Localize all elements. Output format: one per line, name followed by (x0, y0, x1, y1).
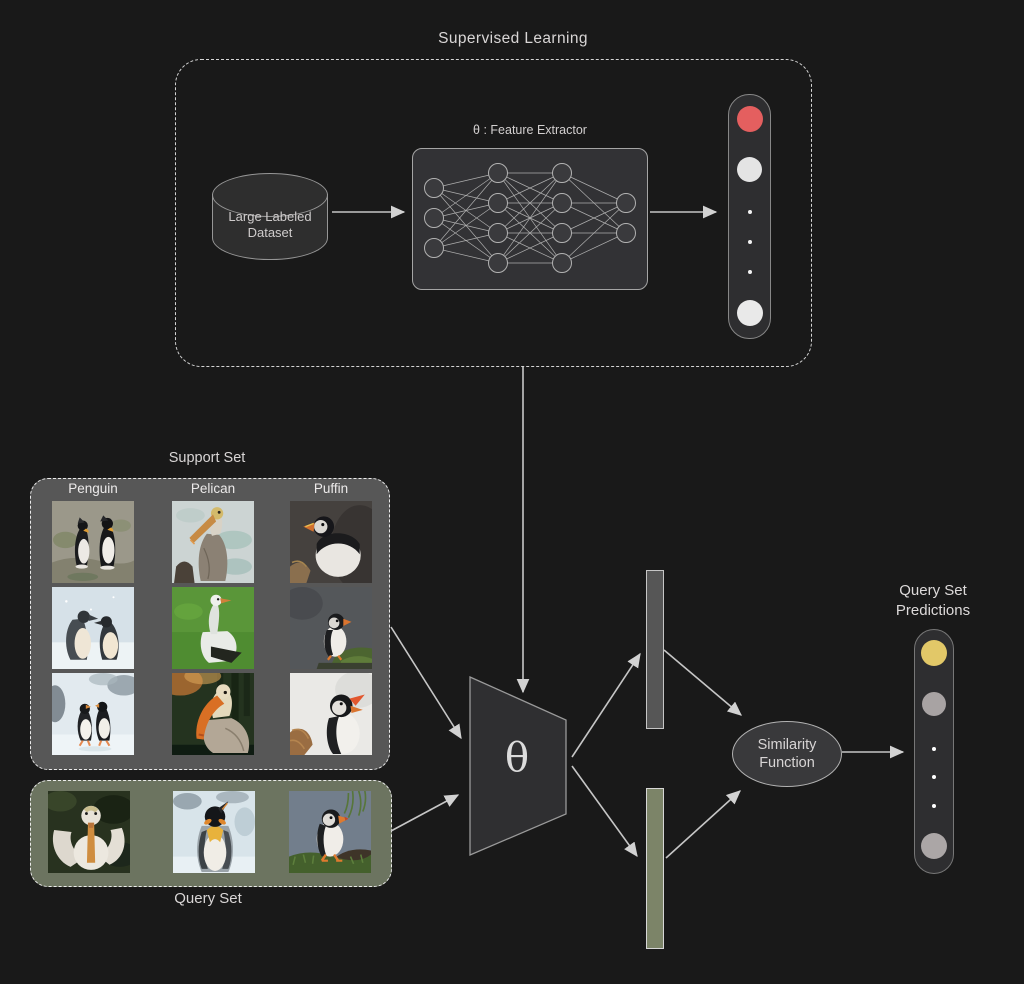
embedding-vector (728, 94, 771, 339)
support-column-penguin: Penguin (51, 481, 135, 759)
support-column-label-puffin: Puffin (313, 481, 349, 496)
support-set-title: Support Set (168, 450, 246, 466)
supervised-learning-panel (175, 59, 812, 367)
query-photo-pelican (48, 791, 130, 873)
similarity-label-line2: Function (759, 755, 815, 771)
query-photo-puffin (289, 791, 371, 873)
predictions-title-line1: Query Set (899, 582, 967, 599)
dataset-label-line1: Large Labeled (228, 209, 312, 224)
dataset-cylinder: Large Labeled Dataset (212, 173, 328, 261)
dataset-label: Large Labeled Dataset (212, 209, 328, 241)
vector-dot (932, 804, 936, 808)
vector-circle (736, 300, 763, 326)
vector-dot (747, 240, 752, 244)
support-photo-pelican-1 (172, 501, 254, 583)
support-column-label-pelican: Pelican (190, 481, 236, 496)
arrow-support-to-encoder (390, 626, 462, 740)
dataset-label-line2: Dataset (247, 225, 293, 240)
support-column-label-penguin: Penguin (68, 481, 118, 496)
support-set-panel: Penguin Pelican Puffin (30, 478, 390, 770)
vector-dot (747, 270, 752, 274)
vector-circle (737, 156, 762, 182)
predictions-vector (914, 629, 954, 874)
support-photo-pelican-3 (172, 673, 254, 755)
encoder-trapezoid (469, 675, 567, 856)
support-photo-penguin-2 (52, 587, 134, 669)
feature-extractor-box (412, 148, 648, 290)
support-photo-penguin-1 (52, 501, 134, 583)
support-photo-puffin-3 (290, 673, 372, 755)
vector-circle (921, 833, 947, 859)
support-embedding-bar (646, 570, 664, 729)
arrow-support-bar-to-similarity (663, 649, 742, 716)
similarity-function-node: Similarity Function (732, 721, 842, 787)
support-photo-pelican-2 (172, 587, 254, 669)
query-set-title: Query Set (174, 890, 242, 907)
dataset-cylinder-top (212, 173, 328, 217)
arrow-query-to-encoder (390, 794, 460, 832)
query-photo-penguin (173, 791, 255, 873)
vector-dot (932, 775, 936, 779)
vector-circle (921, 640, 947, 666)
support-column-pelican: Pelican (171, 481, 255, 759)
vector-circle (922, 692, 946, 716)
similarity-function-label: Similarity Function (758, 736, 817, 772)
feature-extractor-label: θ : Feature Extractor (473, 123, 587, 137)
vector-dot (932, 747, 936, 751)
arrow-encoder-to-query-bar (571, 765, 638, 858)
arrow-encoder-to-support-bar (571, 652, 641, 758)
support-photo-puffin-2 (290, 587, 372, 669)
predictions-title-line2: Predictions (895, 601, 971, 619)
support-photo-penguin-3 (52, 673, 134, 755)
vector-dot (747, 210, 752, 214)
arrow-query-bar-to-similarity (665, 790, 741, 859)
neural-network-diagram (424, 163, 636, 273)
similarity-label-line1: Similarity (757, 737, 817, 753)
encoder-symbol: θ (504, 735, 530, 781)
vector-circle (736, 106, 763, 132)
query-embedding-bar (646, 788, 664, 949)
support-photo-puffin-1 (290, 501, 372, 583)
support-column-puffin: Puffin (289, 481, 373, 759)
supervised-learning-title: Supervised Learning (438, 30, 588, 47)
predictions-title: Query Set Predictions (858, 581, 1008, 620)
